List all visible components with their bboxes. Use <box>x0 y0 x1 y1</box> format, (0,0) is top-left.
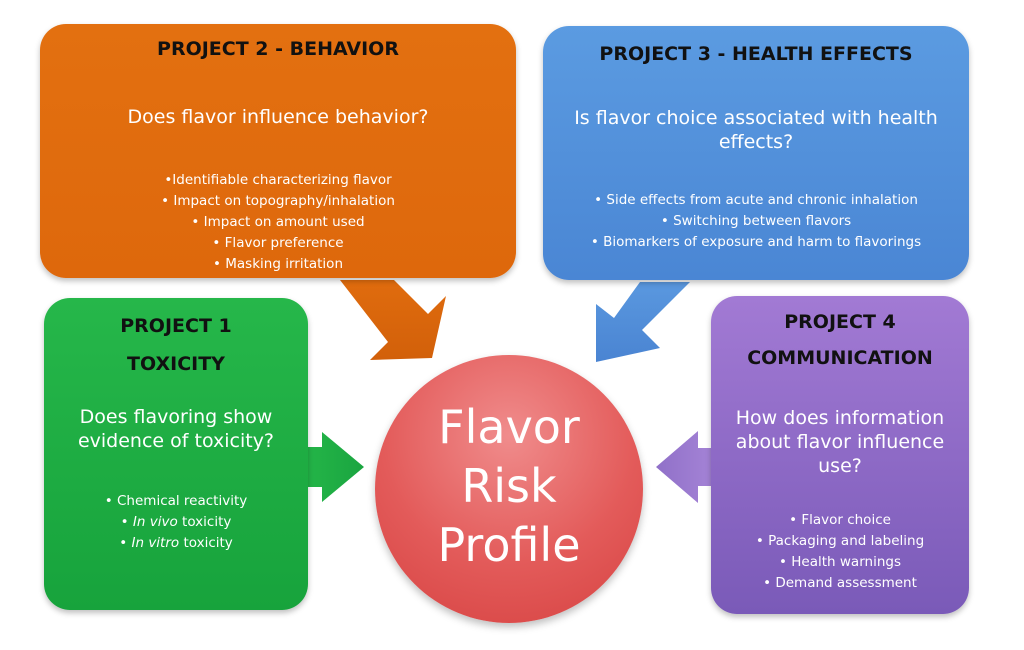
project1-question: Does flavoring show evidence of toxicity… <box>77 406 275 452</box>
project1-bullet: In vivo toxicity <box>44 512 308 533</box>
arrow-project2-to-center <box>340 280 446 360</box>
project2-bullet: Identifiable characterizing flavor <box>40 170 516 191</box>
project4-bullet: Flavor choice <box>711 510 969 531</box>
project4-box: PROJECT 4 COMMUNICATION How does informa… <box>711 296 969 614</box>
arrow-project4-to-center <box>656 431 712 503</box>
project4-subtitle: COMMUNICATION <box>747 347 933 369</box>
project3-bullet: Biomarkers of exposure and harm to flavo… <box>543 232 969 253</box>
project4-bullet: Packaging and labeling <box>711 531 969 552</box>
project2-bullet-list: Identifiable characterizing flavor Impac… <box>40 170 516 275</box>
project2-question: Does flavor influence behavior? <box>127 106 429 128</box>
project3-title: PROJECT 3 - HEALTH EFFECTS <box>599 43 913 65</box>
project2-bullet: Impact on topography/inhalation <box>40 191 516 212</box>
center-label-line: Risk <box>461 459 557 513</box>
project1-bullet-list: Chemical reactivity In vivo toxicity In … <box>44 491 308 554</box>
project3-question: Is flavor choice associated with health … <box>574 107 938 153</box>
center-label-line: Profile <box>437 518 581 572</box>
project2-bullet: Impact on amount used <box>40 212 516 233</box>
project4-bullet: Demand assessment <box>711 573 969 594</box>
project1-subtitle: TOXICITY <box>127 353 225 375</box>
project4-title: PROJECT 4 <box>784 311 896 333</box>
arrow-project1-to-center <box>306 432 364 502</box>
arrow-project3-to-center <box>596 282 690 362</box>
project3-box: PROJECT 3 - HEALTH EFFECTS Is flavor cho… <box>543 26 969 280</box>
project2-bullet: Flavor preference <box>40 233 516 254</box>
project2-title: PROJECT 2 - BEHAVIOR <box>157 38 399 60</box>
project1-title: PROJECT 1 <box>120 315 232 337</box>
project1-box: PROJECT 1 TOXICITY Does flavoring show e… <box>44 298 308 610</box>
project4-bullet: Health warnings <box>711 552 969 573</box>
project2-box: PROJECT 2 - BEHAVIOR Does flavor influen… <box>40 24 516 278</box>
project3-bullet: Switching between flavors <box>543 211 969 232</box>
project1-bullet: In vitro toxicity <box>44 533 308 554</box>
project1-bullet: Chemical reactivity <box>44 491 308 512</box>
project3-bullet: Side effects from acute and chronic inha… <box>543 190 969 211</box>
project2-bullet: Masking irritation <box>40 254 516 275</box>
flavor-risk-profile-circle: Flavor Risk Profile <box>375 355 643 623</box>
project3-bullet-list: Side effects from acute and chronic inha… <box>543 190 969 253</box>
center-label-line: Flavor <box>438 400 580 454</box>
project4-question: How does information about flavor influe… <box>735 407 945 477</box>
project4-bullet-list: Flavor choice Packaging and labeling Hea… <box>711 510 969 594</box>
